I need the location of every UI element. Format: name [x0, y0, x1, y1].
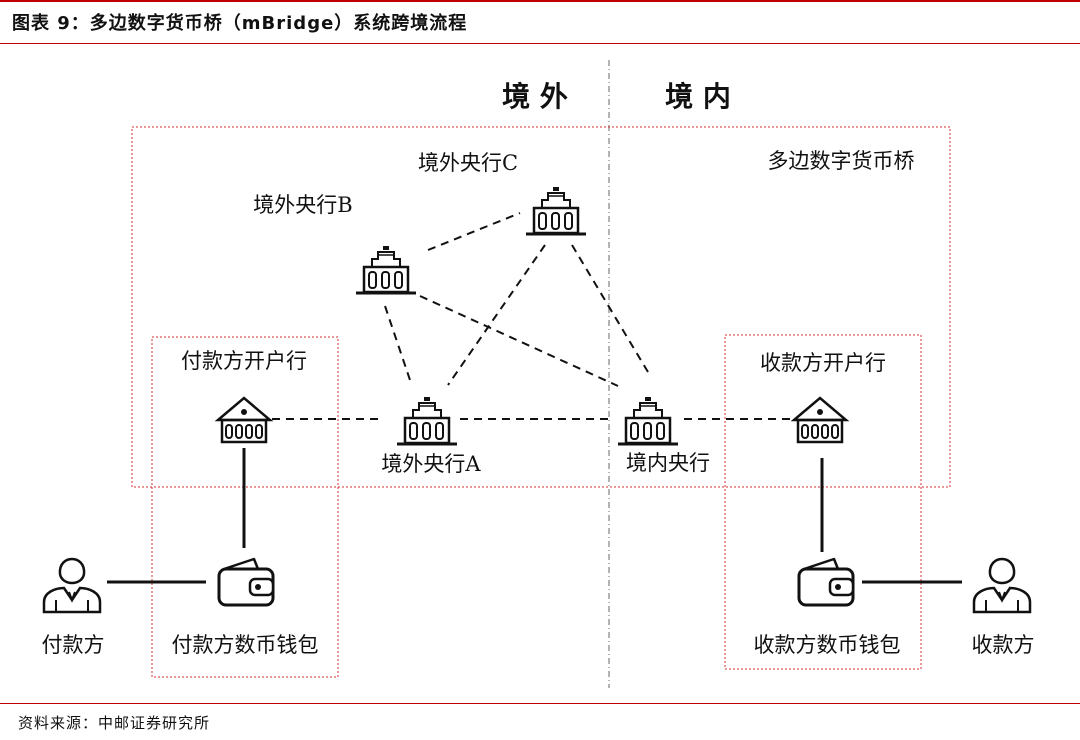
mbridge-boundary-box: [131, 126, 951, 488]
payer-label: 付款方: [42, 633, 105, 657]
payee-wallet-label: 收款方数币钱包: [754, 633, 901, 657]
payer-side-box: [151, 336, 339, 678]
figure-title: 图表 9：多边数字货币桥（mBridge）系统跨境流程: [12, 13, 468, 34]
central-bank-a-icon: [395, 395, 459, 446]
central-bank-a-label: 境外央行A: [381, 452, 481, 476]
domestic-central-bank-label: 境内央行: [626, 451, 710, 475]
payee-bank-label: 收款方开户行: [760, 351, 886, 375]
link-c-domestic: [571, 244, 649, 373]
payer-wallet-icon: [217, 557, 275, 607]
payer-wallet-label: 付款方数币钱包: [172, 633, 319, 657]
link-c-a: [447, 244, 546, 386]
mbridge-label: 多边数字货币桥: [768, 149, 915, 173]
link-b-domestic: [419, 295, 619, 387]
payee-wallet-icon: [797, 557, 855, 607]
domestic-central-bank-icon: [616, 395, 680, 446]
payer-person-icon: [42, 557, 102, 614]
payee-label: 收款方: [972, 633, 1035, 657]
central-bank-c-icon: [524, 185, 588, 236]
zone-offshore-label: 境 外: [502, 80, 568, 113]
top-rule: [0, 0, 1080, 2]
link-b-a: [384, 305, 411, 381]
central-bank-b-label: 境外央行B: [253, 193, 352, 217]
payee-side-box: [724, 334, 922, 670]
central-bank-c-label: 境外央行C: [418, 151, 518, 175]
central-bank-b-icon: [354, 244, 418, 295]
link-b-c: [427, 212, 521, 251]
zone-onshore-label: 境 内: [665, 80, 731, 113]
source-note: 资料来源：中邮证券研究所: [18, 714, 211, 732]
payee-person-icon: [972, 557, 1032, 614]
payer-bank-icon: [216, 396, 272, 444]
payer-bank-label: 付款方开户行: [181, 349, 307, 373]
payee-bank-icon: [792, 396, 848, 444]
footer-rule: [0, 703, 1080, 704]
header-rule: [0, 43, 1080, 44]
